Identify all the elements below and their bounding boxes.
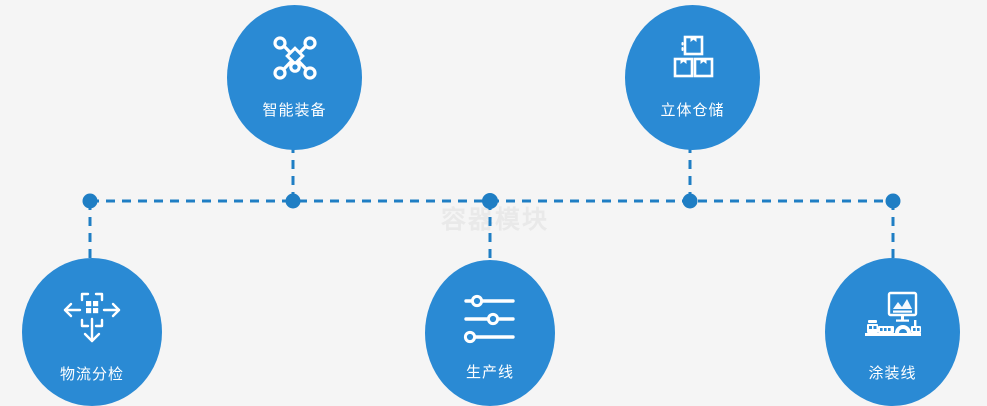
node-production-line[interactable]: 生产线 — [425, 260, 555, 406]
stacked-boxes-icon — [666, 31, 720, 85]
node-label-logistics-sorting: 物流分检 — [59, 365, 124, 383]
junction-intelligent-equipment-dot[interactable] — [285, 193, 301, 209]
junction-production-line-dot[interactable] — [482, 193, 498, 209]
node-label-stereo-warehouse: 立体仓储 — [660, 102, 725, 119]
node-coating-line[interactable]: 涂装线 — [825, 258, 960, 406]
factory-monitor-icon — [859, 290, 927, 346]
network-nodes-icon — [268, 31, 322, 85]
junction-left-dot[interactable] — [82, 193, 98, 209]
node-label-production-line: 生产线 — [465, 363, 514, 381]
sorting-arrows-icon — [61, 289, 123, 347]
node-intelligent-equipment[interactable]: 智能装备 — [227, 5, 362, 150]
junction-right-dot[interactable] — [885, 193, 901, 209]
node-stereo-warehouse[interactable]: 立体仓储 — [625, 5, 760, 150]
node-logistics-sorting[interactable]: 物流分检 — [22, 258, 162, 406]
sliders-icon — [461, 293, 519, 345]
node-label-intelligent-equipment: 智能装备 — [262, 102, 327, 119]
node-label-coating-line: 涂装线 — [868, 364, 917, 382]
junction-stereo-warehouse-dot[interactable] — [682, 193, 698, 209]
